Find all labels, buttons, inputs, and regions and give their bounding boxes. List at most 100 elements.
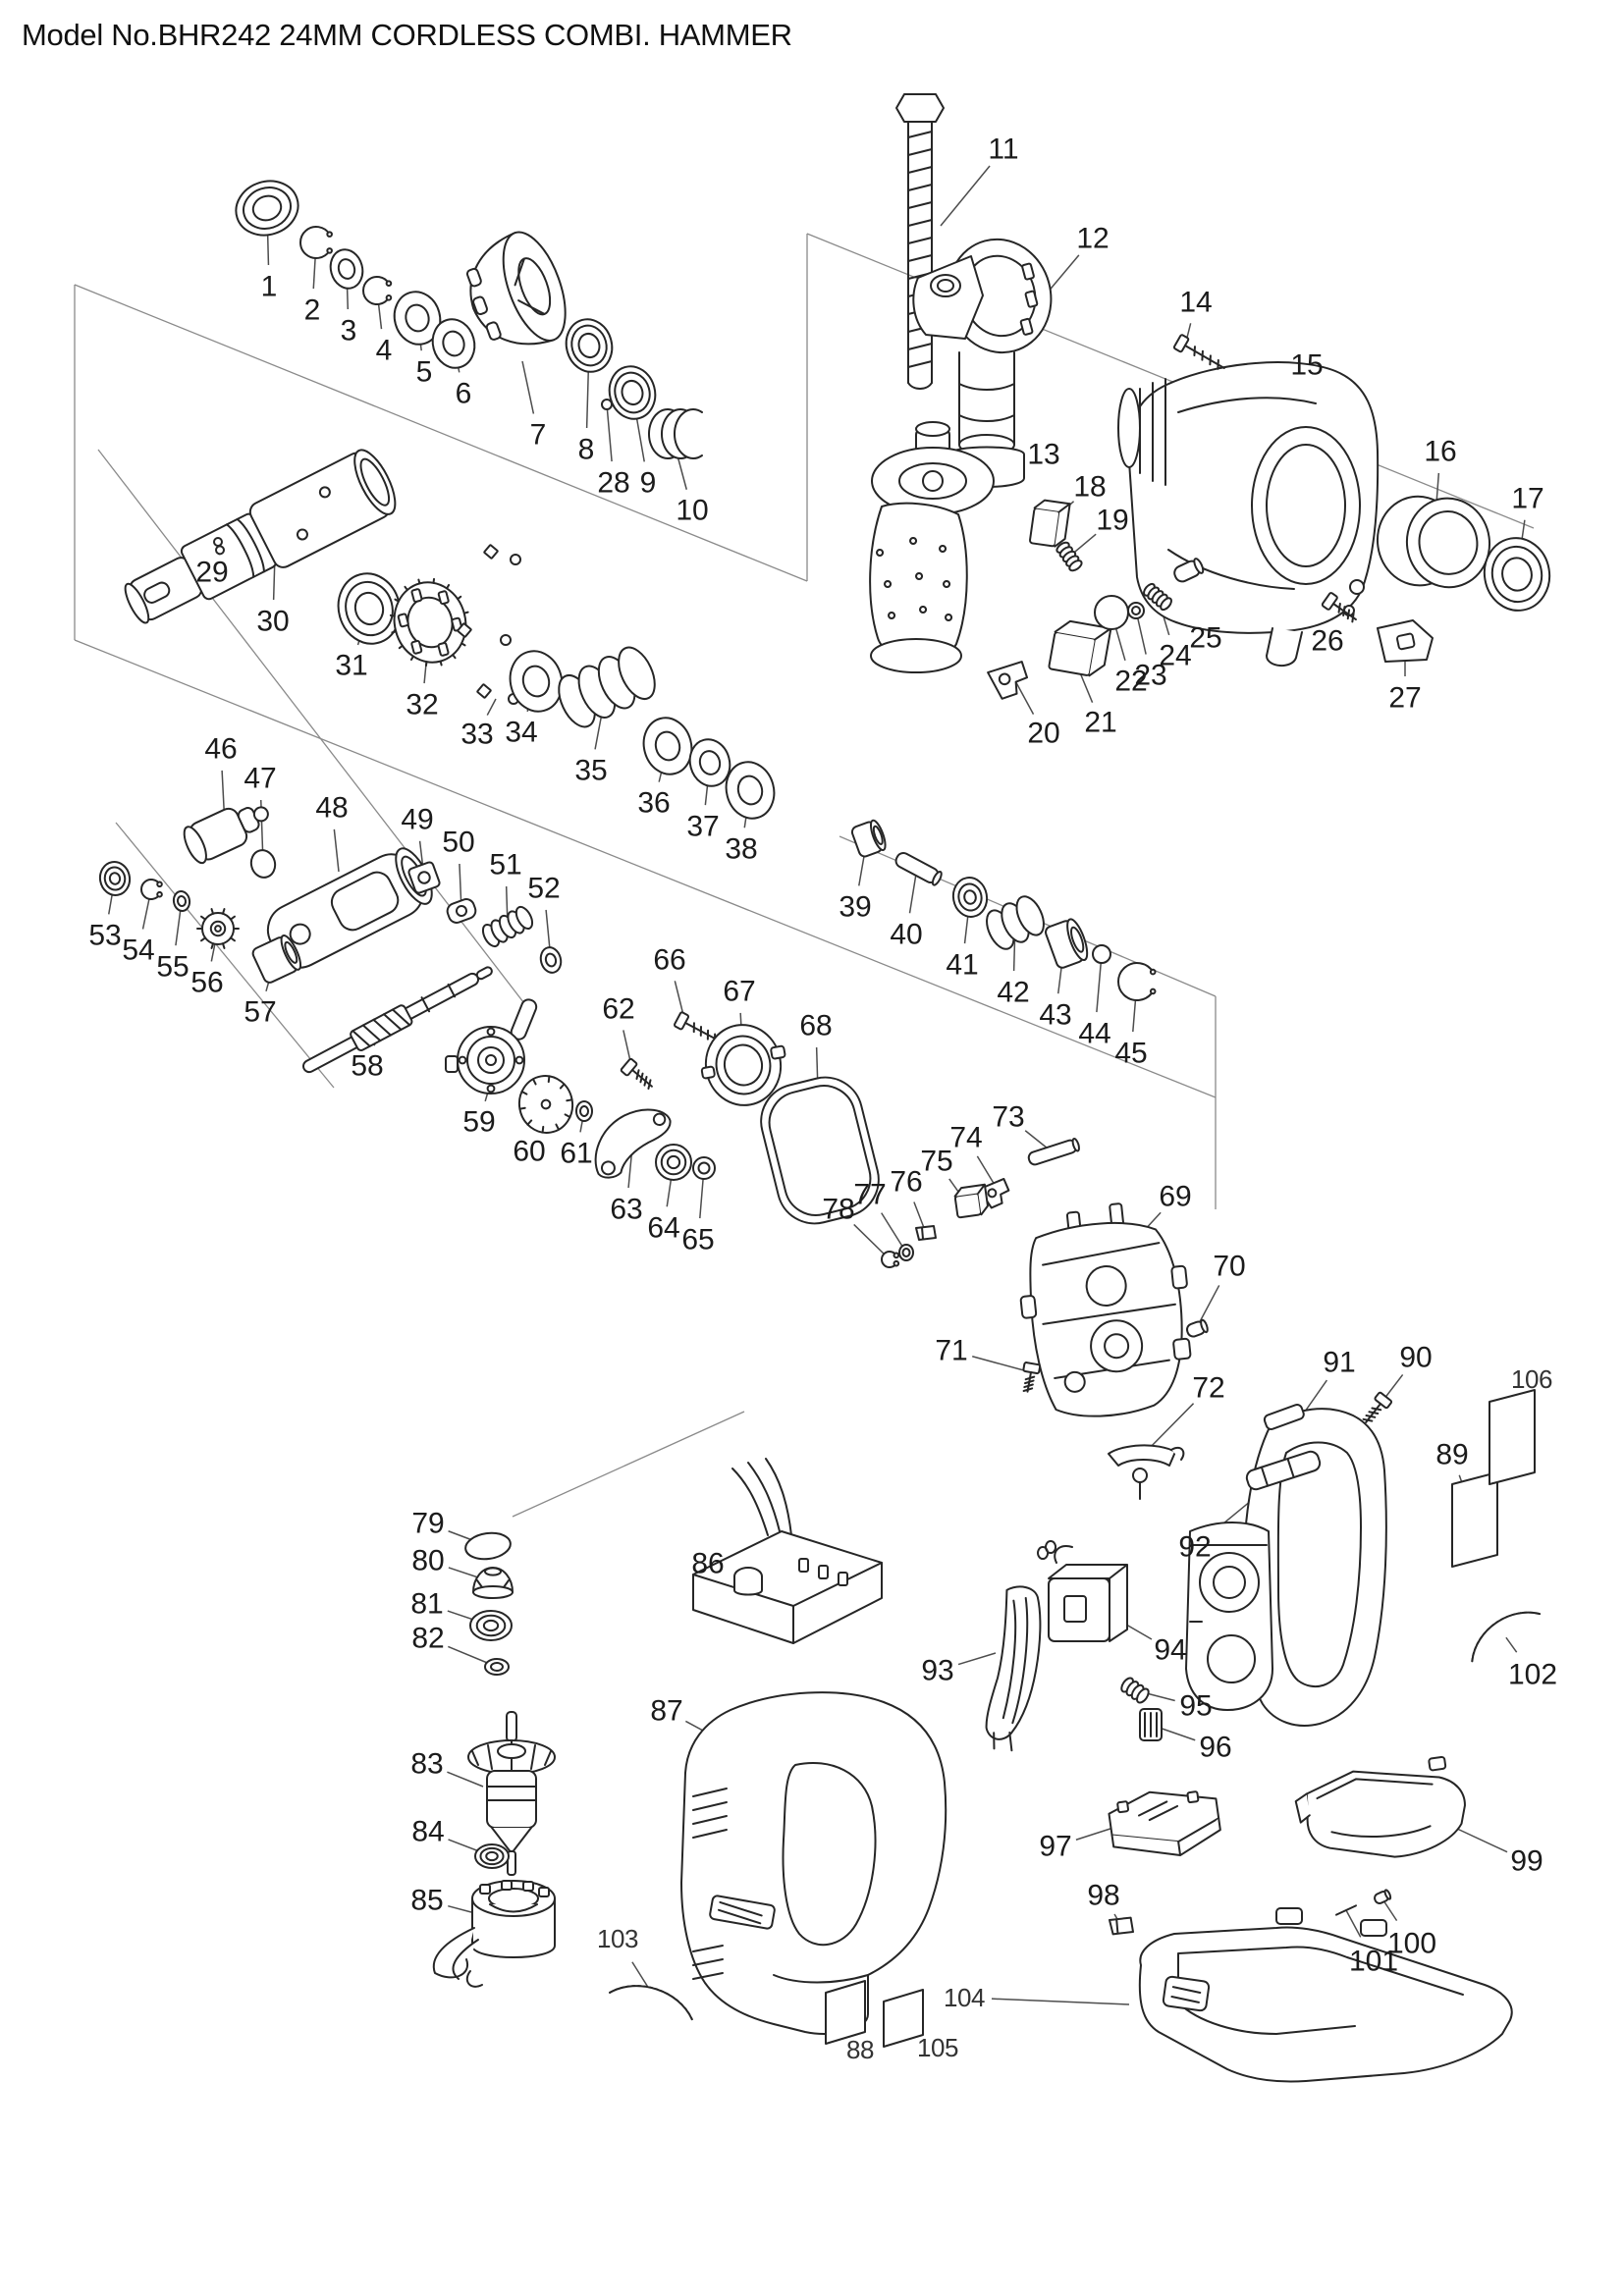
- part-50-glyph: [446, 898, 477, 924]
- leader-line-104: [991, 1998, 1130, 2005]
- part-number-99: 99: [1510, 1845, 1543, 1878]
- part-number-44: 44: [1078, 1018, 1110, 1050]
- part-96-glyph: [1139, 1708, 1163, 1741]
- part-number-68: 68: [799, 1010, 832, 1042]
- part-12-handle-clamp: [912, 238, 1053, 488]
- part-number-53: 53: [88, 920, 121, 952]
- part-number-83: 83: [410, 1748, 443, 1781]
- part-number-36: 36: [637, 787, 670, 820]
- part-103-glyph: [609, 1985, 693, 2021]
- part-number-103: 103: [597, 1924, 638, 1953]
- part-number-55: 55: [156, 951, 189, 984]
- part-9-glyph: [608, 365, 657, 420]
- leader-line-7: [521, 360, 535, 414]
- leader-line-33: [486, 698, 497, 716]
- part-106-glyph: [1489, 1389, 1536, 1485]
- part-70-glyph: [1185, 1318, 1209, 1338]
- part-105-glyph: [883, 1989, 924, 2048]
- part-47-glyph: [249, 849, 277, 879]
- part-number-4: 4: [376, 335, 393, 367]
- part-59-crank-bearing: [445, 998, 538, 1095]
- frame-line: [115, 822, 335, 1089]
- part-number-48: 48: [315, 792, 348, 825]
- part-100-glyph: [1374, 1889, 1392, 1904]
- part-number-19: 19: [1096, 505, 1128, 537]
- part-number-104: 104: [944, 1983, 985, 2012]
- leader-line-11: [940, 165, 991, 227]
- part-29-glyph: [213, 537, 223, 547]
- part-number-106: 106: [1511, 1364, 1552, 1394]
- part-56-glyph: [196, 908, 240, 949]
- part-number-51: 51: [489, 849, 521, 881]
- part-number-91: 91: [1323, 1347, 1355, 1379]
- part-number-62: 62: [602, 993, 634, 1026]
- part-51-glyph: [481, 905, 534, 948]
- part-11-bolt: [895, 93, 945, 390]
- part-number-29: 29: [195, 557, 228, 589]
- part-25-glyph: [1173, 558, 1205, 583]
- part-34-glyph: [509, 650, 564, 713]
- part-60-glyph: [517, 1075, 574, 1134]
- part-93-lever: [985, 1585, 1042, 1752]
- part-number-92: 92: [1178, 1531, 1211, 1564]
- part-number-78: 78: [822, 1194, 854, 1226]
- part-39-glyph: [850, 819, 887, 858]
- part-37-glyph: [688, 738, 731, 787]
- part-75-glyph: [953, 1183, 989, 1219]
- part-sketches: [124, 93, 1513, 2083]
- part-number-32: 32: [406, 689, 438, 721]
- part-81-glyph: [469, 1610, 513, 1641]
- part-number-67: 67: [723, 976, 755, 1008]
- part-number-57: 57: [244, 996, 276, 1029]
- leader-line-71: [972, 1356, 1032, 1373]
- part-1-glyph: [235, 180, 299, 237]
- part-18-glyph: [1029, 499, 1071, 548]
- part-number-80: 80: [411, 1545, 444, 1577]
- part-91-rear-housing: [1185, 1404, 1387, 1727]
- part-80-glyph: [472, 1567, 514, 1599]
- part-74-glyph: [978, 1177, 1010, 1209]
- part-98-glyph: [1109, 1916, 1134, 1936]
- part-92-strip: [1245, 1450, 1322, 1491]
- part-94-switch: [1037, 1540, 1128, 1642]
- part-99-base-cover: [1294, 1756, 1466, 1858]
- part-number-7: 7: [530, 419, 547, 452]
- part-number-88: 88: [846, 2035, 874, 2064]
- part-19-glyph: [1056, 541, 1083, 572]
- part-number-97: 97: [1039, 1831, 1071, 1863]
- part-number-98: 98: [1087, 1880, 1119, 1912]
- part-number-38: 38: [725, 833, 757, 866]
- page-title: Model No.BHR242 24MM CORDLESS COMBI. HAM…: [22, 18, 792, 52]
- leader-line-28: [606, 403, 613, 462]
- leader-line-72: [1144, 1403, 1195, 1454]
- part-number-34: 34: [505, 717, 537, 749]
- part-number-82: 82: [411, 1623, 444, 1655]
- part-number-47: 47: [244, 763, 276, 795]
- part-number-79: 79: [411, 1508, 444, 1540]
- part-41-glyph: [951, 877, 989, 918]
- part-26-glyph: [1321, 592, 1357, 623]
- part-number-30: 30: [256, 606, 289, 638]
- part-number-18: 18: [1073, 471, 1106, 504]
- part-number-54: 54: [122, 934, 154, 967]
- part-20-glyph: [987, 661, 1029, 700]
- part-number-21: 21: [1084, 707, 1116, 739]
- part-62-glyph: [620, 1057, 653, 1091]
- part-glyphs: [98, 180, 1551, 2048]
- part-number-102: 102: [1508, 1659, 1557, 1691]
- part-101-glyph: [1335, 1904, 1357, 1916]
- part-number-25: 25: [1189, 622, 1221, 655]
- part-72-lever-fork: [1108, 1444, 1185, 1500]
- part-77-glyph: [898, 1244, 914, 1261]
- part-number-95: 95: [1179, 1690, 1212, 1723]
- part-number-71: 71: [935, 1335, 967, 1367]
- part-52-glyph: [539, 946, 563, 974]
- part-number-35: 35: [574, 755, 607, 787]
- part-3-glyph: [329, 248, 364, 290]
- part-number-26: 26: [1311, 625, 1343, 658]
- part-8-glyph: [565, 318, 614, 373]
- part-number-72: 72: [1192, 1372, 1224, 1405]
- part-number-41: 41: [946, 949, 978, 982]
- part-number-1: 1: [261, 271, 278, 303]
